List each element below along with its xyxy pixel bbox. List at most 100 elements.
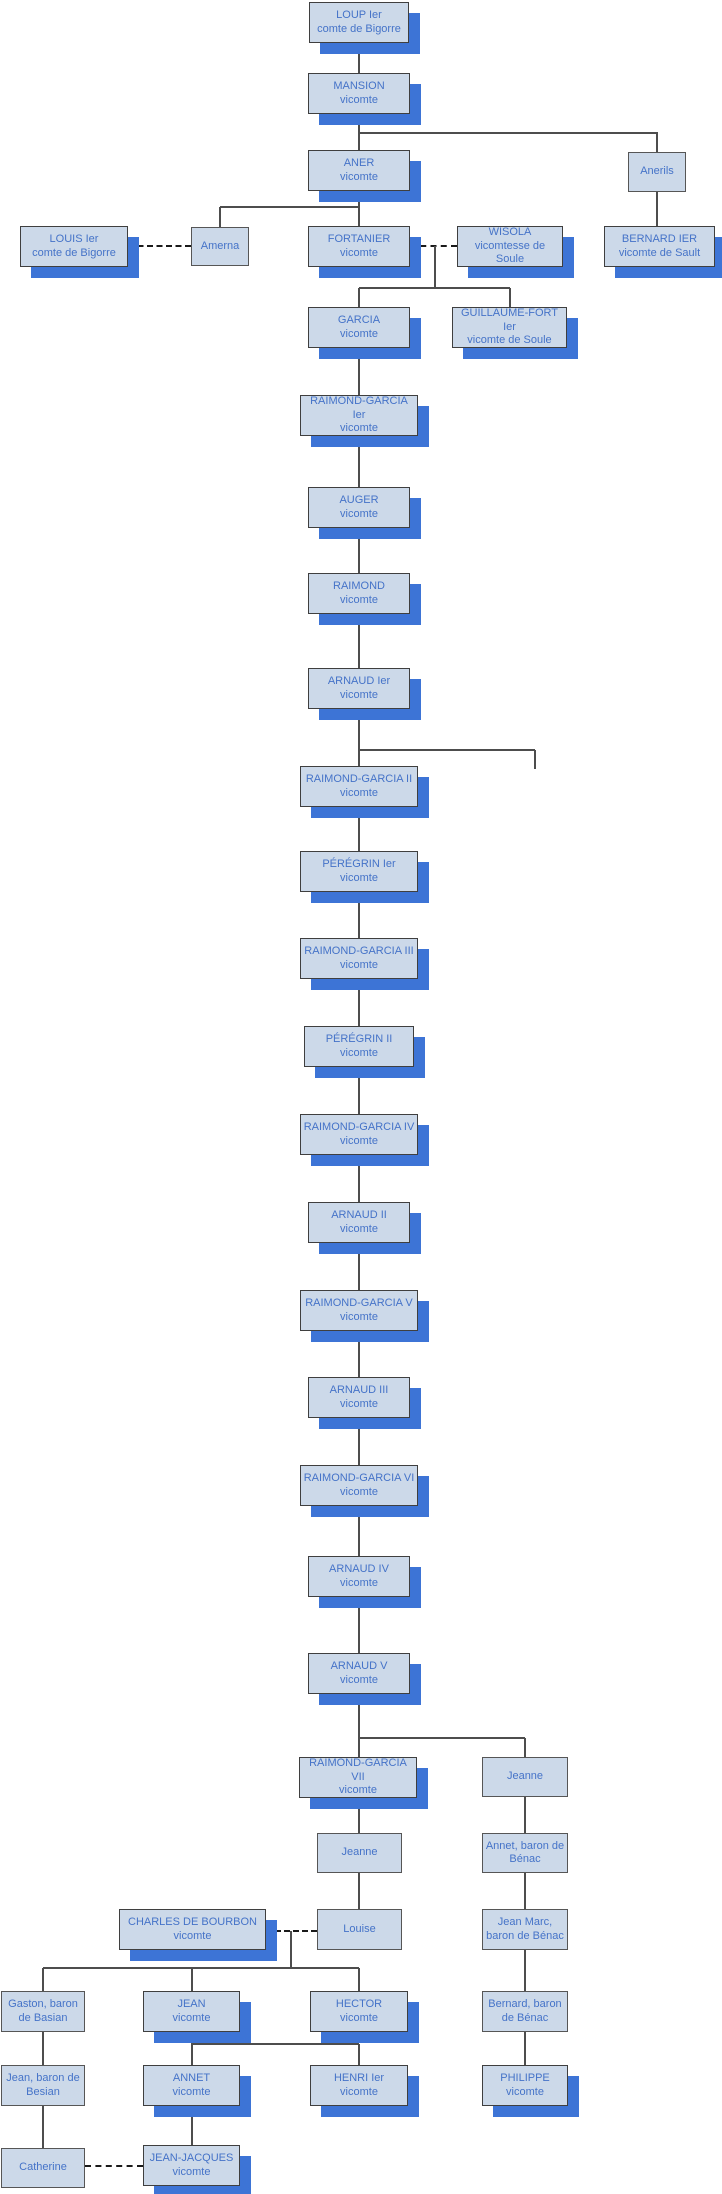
person-name: Jeanne <box>341 1846 378 1859</box>
connector-line <box>42 2032 44 2065</box>
person-name: ANNET <box>172 2072 211 2085</box>
person-title: vicomte <box>340 422 378 435</box>
connector-line <box>358 288 360 307</box>
person-name: Gaston, baron <box>8 1998 78 2011</box>
person-title: vicomte <box>340 246 378 259</box>
marriage-dashed-line <box>410 245 457 247</box>
connector-line <box>434 246 436 288</box>
connector-line <box>358 1873 360 1909</box>
person-title: comte de Bigorre <box>32 246 116 259</box>
person-title: vicomte <box>340 507 378 520</box>
person-title: baron de Bénac <box>486 1929 564 1942</box>
person-title: Besian <box>26 2085 60 2098</box>
connector-line <box>290 1931 292 1968</box>
person-title: vicomte de Soule <box>467 334 552 347</box>
person-name: HECTOR <box>335 1998 383 2011</box>
person-name: Jean, baron de <box>6 2072 80 2085</box>
connector-line <box>359 132 658 134</box>
person-name: RAIMOND <box>333 580 385 593</box>
person-name: ANER <box>343 157 375 170</box>
person-name: LOUIS Ier <box>49 233 99 246</box>
person-name: PHILIPPE <box>500 2072 550 2085</box>
person-name: Bernard, baron <box>488 1998 562 2011</box>
person-name: GUILLAUME-FORT Ier <box>461 307 558 333</box>
connector-line <box>656 133 658 152</box>
person-node-jeanne[interactable]: Jeanne <box>317 1833 402 1873</box>
person-node-jean-marc-baron-benac[interactable]: Jean Marc,baron de Bénac <box>482 1909 568 1950</box>
person-title: vicomte <box>339 1784 377 1797</box>
person-name: FORTANIER <box>327 233 391 246</box>
person-name: PÉRÉGRIN II <box>325 1033 393 1046</box>
connector-line <box>524 1873 526 1909</box>
person-title: vicomte de Sault <box>618 246 701 259</box>
person-name: RAIMOND-GARCIA VI <box>303 1472 415 1485</box>
person-name: RAIMOND-GARCIA III <box>304 945 414 958</box>
connector-line <box>524 1950 526 1991</box>
connector-line <box>359 749 535 751</box>
connector-line <box>358 1155 360 1202</box>
connector-line <box>358 1331 360 1377</box>
person-name: Annet, baron de <box>485 1839 565 1852</box>
person-node-catherine[interactable]: Catherine <box>1 2148 85 2188</box>
person-name: RAIMOND-GARCIA Ier <box>310 395 408 421</box>
connector-line <box>509 288 511 307</box>
connector-line <box>358 1067 360 1114</box>
connector-line <box>43 1967 359 1969</box>
person-name: Amerna <box>200 239 240 252</box>
person-name: CHARLES DE BOURBON <box>128 1916 257 1929</box>
person-name: Jean Marc, <box>497 1916 553 1929</box>
person-node-louise[interactable]: Louise <box>317 1909 402 1950</box>
person-title: vicomte <box>172 2165 211 2178</box>
person-title: Bénac <box>509 1853 541 1865</box>
connector-line <box>358 1243 360 1290</box>
connector-line <box>358 528 360 573</box>
person-node-anerils[interactable]: Anerils <box>628 152 686 192</box>
person-node-jeanne-benac[interactable]: Jeanne <box>482 1757 568 1797</box>
person-title: vicomte <box>340 871 378 884</box>
person-name: RAIMOND-GARCIA V <box>305 1297 413 1310</box>
connector-line <box>42 2106 44 2148</box>
connector-line <box>358 1506 360 1556</box>
person-title: vicomte <box>340 1222 378 1235</box>
person-node-amerna[interactable]: Amerna <box>191 227 249 266</box>
connector-line <box>359 287 510 289</box>
connector-line <box>358 436 360 487</box>
person-title: vicomte <box>340 2011 378 2024</box>
